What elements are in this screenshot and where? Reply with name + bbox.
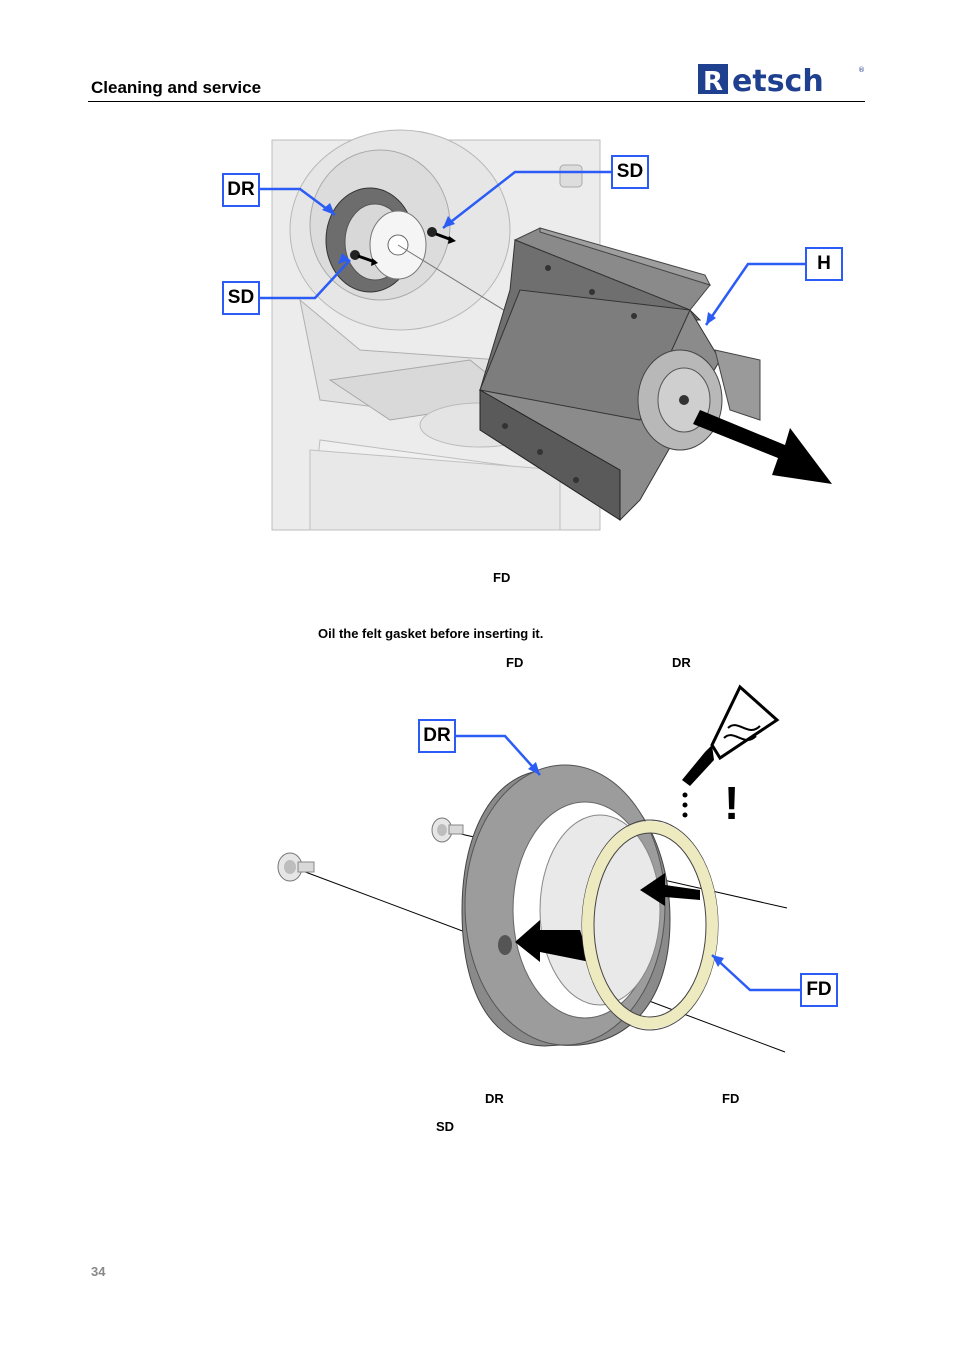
callout-dr-top: DR	[222, 173, 260, 207]
ref-dr-2: DR	[672, 655, 691, 670]
ref-fd-3: FD	[722, 1091, 740, 1106]
oil-bottle-icon	[682, 684, 780, 818]
screw-top	[431, 817, 464, 843]
logo-r-block	[698, 64, 728, 94]
page-number: 34	[91, 1264, 106, 1279]
retsch-logo: R etsch ®	[698, 64, 865, 98]
section-title: Cleaning and service	[91, 78, 262, 97]
oil-note: Oil the felt gasket before inserting it.	[318, 626, 544, 641]
callout-fd: FD	[800, 973, 838, 1007]
ref-fd-2: FD	[506, 655, 524, 670]
header-rule	[88, 101, 865, 102]
figure-housing-removal	[260, 129, 832, 531]
warning-exclamation: !	[724, 777, 740, 829]
callout-h: H	[805, 247, 843, 281]
callout-sd-left: SD	[222, 281, 260, 315]
ref-fd-1: FD	[493, 570, 511, 585]
callout-sd-top: SD	[611, 155, 649, 189]
callout-dr-bottom: DR	[418, 719, 456, 753]
svg-text:R: R	[703, 67, 723, 97]
logo-registered: ®	[858, 66, 865, 74]
screw-left	[277, 852, 315, 882]
logo-wordmark: etsch	[732, 64, 824, 98]
ref-sd-3: SD	[436, 1119, 455, 1134]
ref-dr-3: DR	[485, 1091, 504, 1106]
figure-gasket-insertion	[277, 684, 802, 1053]
